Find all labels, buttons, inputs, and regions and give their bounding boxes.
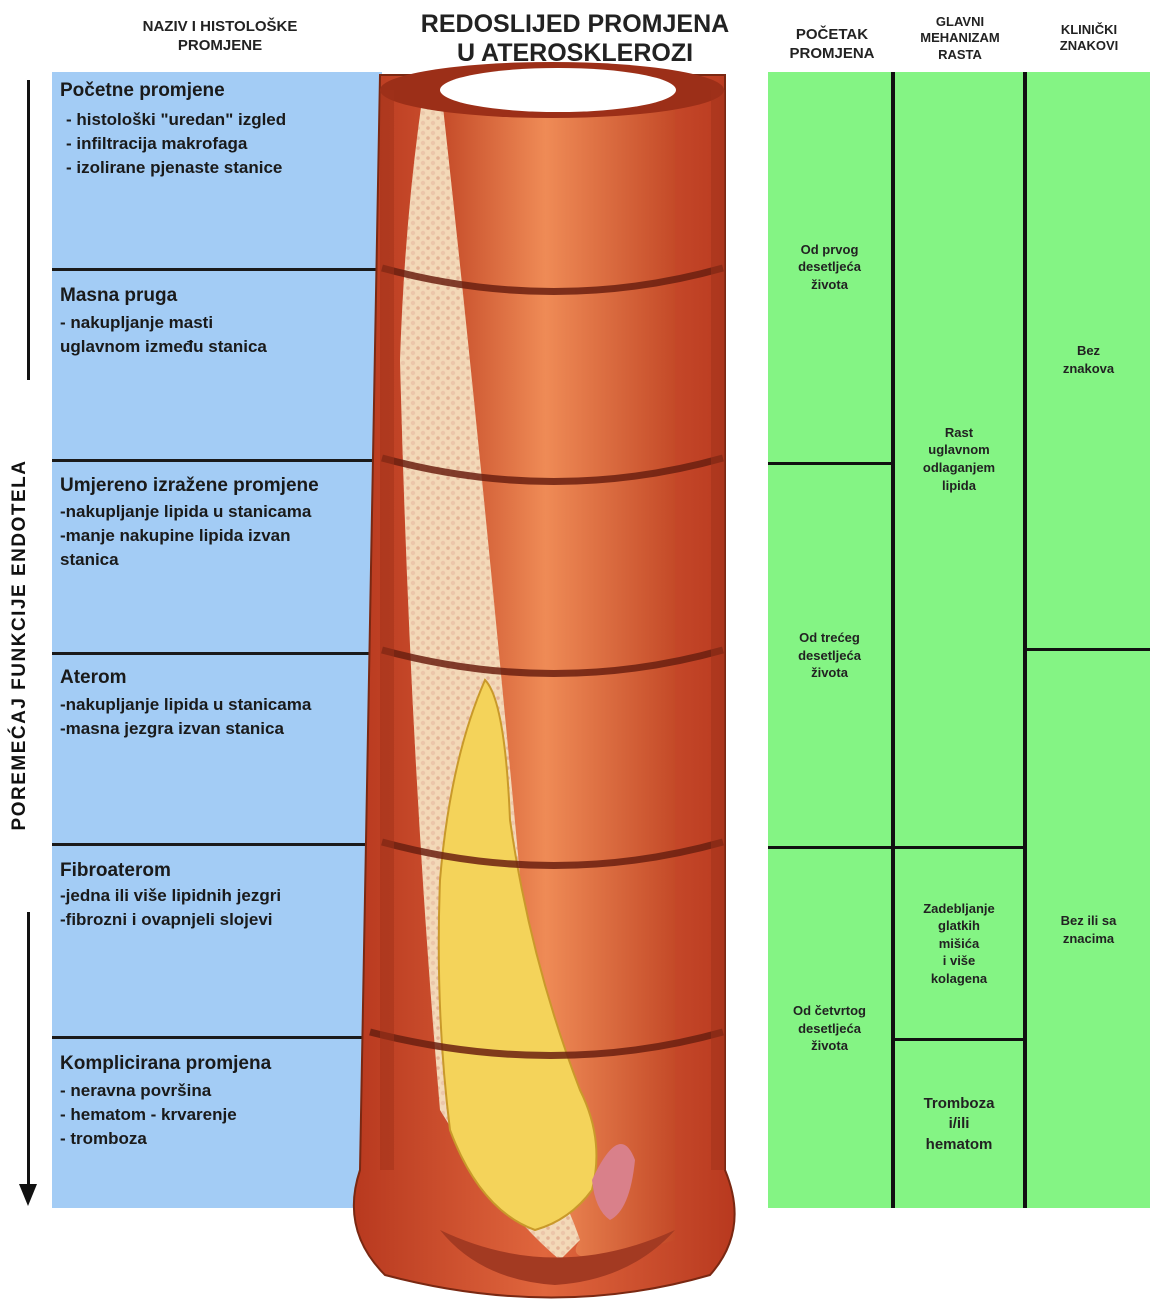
- stage-detail: - tromboza: [60, 1129, 147, 1149]
- stage-title: Umjereno izražene promjene: [60, 475, 319, 497]
- vessel-lumen-opening: [440, 68, 676, 112]
- mechanism-smooth-muscle: Zadebljanje glatkih mišića i više kolage…: [895, 849, 1023, 1038]
- stage-detail: - hematom - krvarenje: [60, 1105, 237, 1125]
- stage-title: Početne promjene: [60, 80, 225, 102]
- onset-fourth-decade: Od četvrtog desetljeća života: [768, 849, 891, 1208]
- wall-edge-left: [380, 90, 394, 1170]
- header-onset: POČETAK PROMJENA: [772, 26, 892, 64]
- stage-detail: -nakupljanje lipida u stanicama: [60, 502, 311, 522]
- stage-detail: - neravna površina: [60, 1081, 211, 1101]
- stage-title: Komplicirana promjena: [60, 1053, 271, 1075]
- side-label: POREMEĆAJ FUNKCIJE ENDOTELA: [9, 460, 31, 831]
- down-arrow-icon: [19, 1184, 37, 1206]
- stage-detail: - izolirane pjenaste stanice: [66, 158, 282, 178]
- stage-detail: - histološki "uredan" izgled: [66, 110, 286, 130]
- header-clinical: KLINIČKI ZNAKOVI: [1028, 22, 1150, 55]
- side-arrow-line-bottom: [27, 912, 30, 1187]
- clinical-with-or-without: Bez ili sa znacima: [1027, 651, 1150, 1208]
- stage-detail: - infiltracija makrofaga: [66, 134, 247, 154]
- wall-edge-right: [711, 90, 725, 1170]
- stage-detail: -manje nakupine lipida izvan: [60, 526, 291, 546]
- mechanism-lipid: Rast uglavnom odlaganjem lipida: [895, 72, 1023, 846]
- stage-detail: -jedna ili više lipidnih jezgri: [60, 886, 281, 906]
- clinical-none: Bez znakova: [1027, 72, 1150, 648]
- mechanism-thrombosis: Tromboza i/ili hematom: [895, 1041, 1023, 1208]
- stage-detail: -masna jezgra izvan stanica: [60, 719, 284, 739]
- header-sequence: REDOSLIJED PROMJENA U ATEROSKLEROZI: [390, 10, 760, 68]
- header-histology: NAZIV I HISTOLOŠKE PROMJENE: [95, 18, 345, 56]
- stage-title: Aterom: [60, 667, 127, 689]
- header-mechanism: GLAVNI MEHANIZAM RASTA: [895, 14, 1025, 63]
- onset-third-decade: Od trećeg desetljeća života: [768, 465, 891, 846]
- artery-illustration: [330, 60, 780, 1300]
- stage-detail: -fibrozni i ovapnjeli slojevi: [60, 910, 273, 930]
- stage-title: Masna pruga: [60, 285, 177, 307]
- stage-detail: - nakupljanje masti: [60, 313, 213, 333]
- onset-first-decade: Od prvog desetljeća života: [768, 72, 891, 462]
- stage-detail: uglavnom između stanica: [60, 337, 267, 357]
- stage-detail: stanica: [60, 550, 119, 570]
- stage-detail: -nakupljanje lipida u stanicama: [60, 695, 311, 715]
- stage-title: Fibroaterom: [60, 860, 171, 882]
- side-arrow-line-top: [27, 80, 30, 380]
